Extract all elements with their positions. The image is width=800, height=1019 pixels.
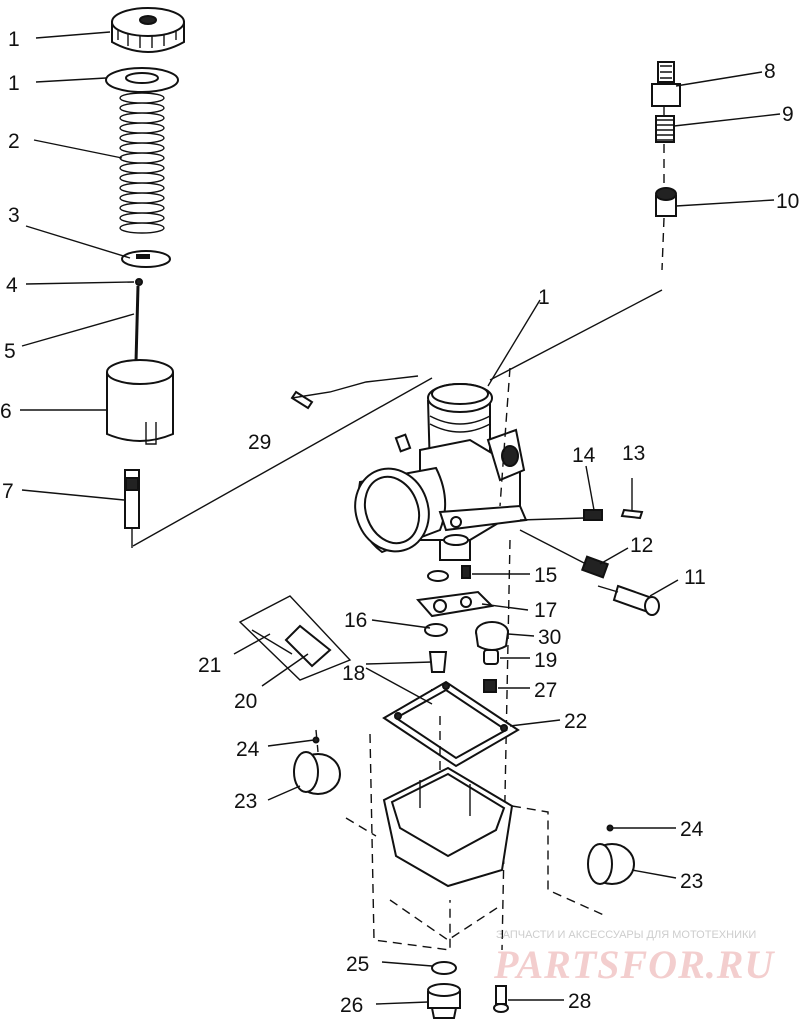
callout-13: 13 <box>622 442 645 465</box>
leader-lines <box>20 31 781 1005</box>
callout-17: 17 <box>534 599 557 622</box>
callout-24: 24 <box>236 738 260 761</box>
float-valve-seat-gasket <box>416 590 495 618</box>
drain-plug-part <box>427 983 461 1019</box>
callout-2: 2 <box>8 130 20 153</box>
callout-29: 29 <box>248 431 271 454</box>
callout-19: 19 <box>534 649 557 672</box>
callout-12: 12 <box>630 534 653 557</box>
callout-18: 18 <box>342 662 365 685</box>
callout-1: 1 <box>538 286 550 309</box>
spring-seat-part <box>121 250 171 268</box>
main-jet-part <box>124 469 140 548</box>
callout-9: 9 <box>782 103 794 126</box>
callout-1: 1 <box>8 72 20 95</box>
pilot-pin-part <box>290 390 314 410</box>
callout-14: 14 <box>572 444 596 467</box>
callout-10: 10 <box>776 190 799 213</box>
callout-23: 23 <box>680 870 703 893</box>
callout-24: 24 <box>680 818 704 841</box>
callout-7: 7 <box>2 480 14 503</box>
callout-11: 11 <box>684 566 706 589</box>
callout-1: 1 <box>8 28 20 51</box>
callout-23: 23 <box>234 790 257 813</box>
bowl-screw-part <box>493 985 509 1013</box>
callout-27: 27 <box>534 679 557 702</box>
throttle-slide-part <box>106 359 174 445</box>
idle-spring-part <box>580 555 610 579</box>
spring-14-part <box>583 509 603 521</box>
callout-28: 28 <box>568 990 591 1013</box>
float-arm-plate-part <box>238 595 352 681</box>
float-bowl-gasket-part <box>382 680 520 768</box>
washer-16-part <box>424 570 449 637</box>
watermark-caption: ЗАПЧАСТИ И АКСЕССУАРЫ ДЛЯ МОТОТЕХНИКИ <box>496 929 756 941</box>
screw-15-part <box>461 565 471 579</box>
drain-washer-part <box>431 961 457 975</box>
watermark: ЗАПЧАСТИ И АКСЕССУАРЫ ДЛЯ МОТОТЕХНИКИ PA… <box>493 929 775 987</box>
callout-5: 5 <box>4 340 16 363</box>
callout-16: 16 <box>344 609 367 632</box>
spring-part <box>119 92 165 234</box>
callout-6: 6 <box>0 400 12 423</box>
callout-22: 22 <box>564 710 587 733</box>
callout-21: 21 <box>198 654 221 677</box>
jet-19-part <box>483 649 499 665</box>
needle-clip-part <box>135 278 143 286</box>
cable-plug-part <box>655 187 677 217</box>
jet-needle-part <box>134 285 140 363</box>
idle-screw-part <box>597 584 660 616</box>
callout-3: 3 <box>8 204 20 227</box>
carburetor-body-part <box>354 383 528 561</box>
callout-30: 30 <box>538 626 561 649</box>
callout-20: 20 <box>234 690 257 713</box>
callout-25: 25 <box>346 953 369 976</box>
float-bowl-part <box>382 766 514 888</box>
callout-8: 8 <box>764 60 776 83</box>
cap-30-part <box>475 621 509 651</box>
adjuster-screw-part <box>651 61 681 107</box>
jet-27-part <box>483 679 497 693</box>
watermark-logo: PARTSFOR.RU <box>493 942 775 987</box>
float-right-part <box>587 843 635 885</box>
float-left-part <box>293 751 341 795</box>
throttle-cap-part <box>111 7 185 53</box>
clip-13-part <box>620 478 644 520</box>
small-spring-part <box>655 115 675 143</box>
washer-part <box>105 67 179 93</box>
callout-26: 26 <box>340 994 363 1017</box>
callout-4: 4 <box>6 274 18 297</box>
callout-15: 15 <box>534 564 557 587</box>
